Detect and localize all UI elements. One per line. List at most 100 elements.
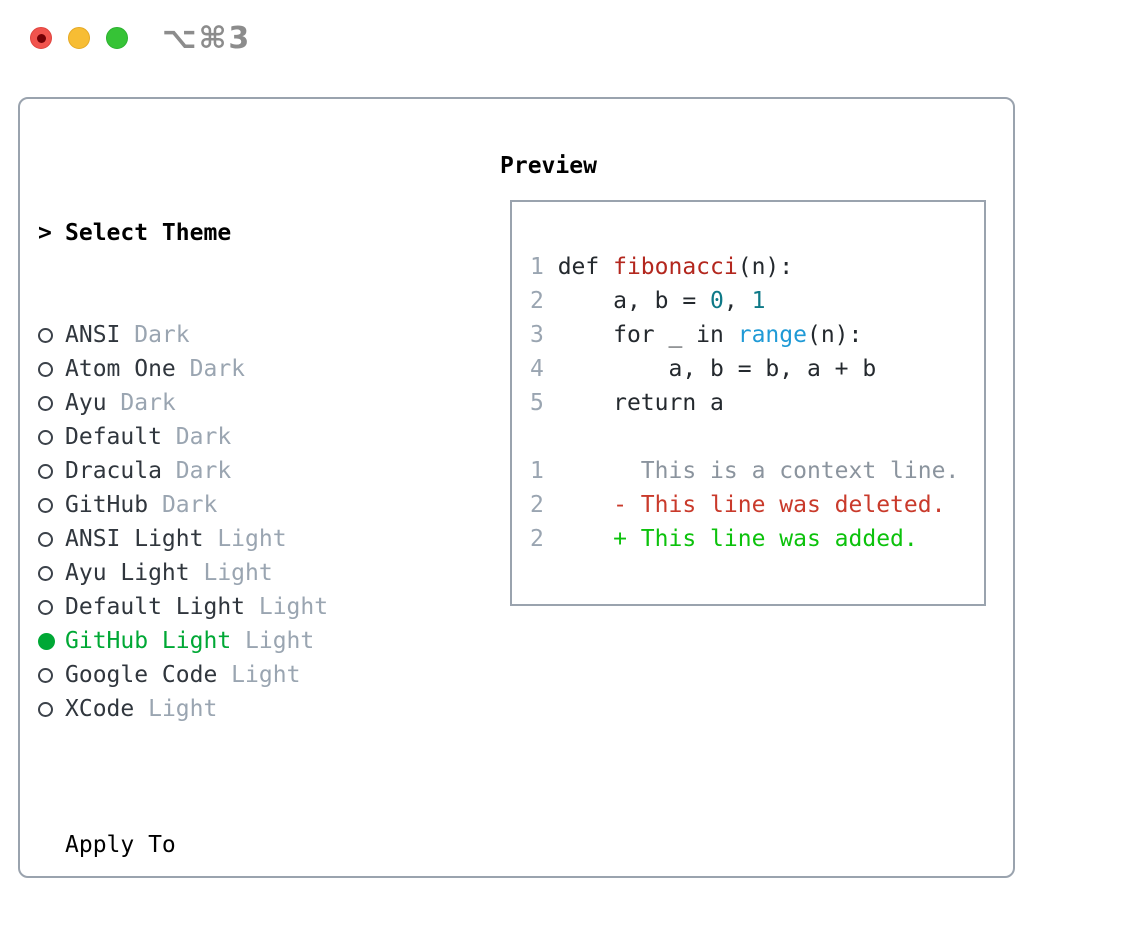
window-title: ⌥⌘3 (162, 20, 252, 56)
theme-option-ansi[interactable]: ANSI Dark (38, 318, 426, 352)
option-label: Default Light (65, 594, 246, 620)
code-segment: fibonacci (613, 254, 738, 280)
theme-option-default[interactable]: Default Dark (38, 420, 426, 454)
radio-icon (38, 361, 65, 377)
theme-variant-tag: Light (231, 628, 315, 654)
radio-icon (38, 531, 65, 547)
line-number: 2 (530, 492, 558, 518)
theme-variant-tag: Dark (175, 356, 246, 382)
theme-option-dracula[interactable]: Dracula Dark (38, 454, 426, 488)
code-line: 5 return a (530, 386, 984, 420)
option-label: ANSI Light (65, 526, 204, 552)
option-label: ANSI (65, 322, 121, 348)
theme-variant-tag: Light (217, 662, 301, 688)
theme-variant-tag: Dark (148, 492, 218, 518)
theme-option-github-light[interactable]: GitHub Light Light (38, 624, 426, 658)
theme-option-atom-one[interactable]: Atom One Dark (38, 352, 426, 386)
radio-icon (38, 463, 65, 479)
radio-icon (38, 395, 65, 411)
radio-circle (38, 361, 53, 377)
apply-to-header: Apply To (65, 832, 176, 858)
code-line: 1 def fibonacci(n): (530, 250, 984, 284)
theme-option-google-code[interactable]: Google Code Light (38, 658, 426, 692)
option-label: XCode (65, 696, 135, 722)
theme-option-ansi-light[interactable]: ANSI Light Light (38, 522, 426, 556)
radio-circle (38, 429, 53, 445)
code-segment: 1 (751, 288, 766, 314)
radio-icon (38, 565, 65, 581)
theme-variant-tag: Light (245, 594, 329, 620)
option-label: Dracula (65, 458, 162, 484)
radio-icon (38, 667, 65, 683)
theme-option-ayu-light[interactable]: Ayu Light Light (38, 556, 426, 590)
theme-option-default-light[interactable]: Default Light Light (38, 590, 426, 624)
code-segment: - This line was deleted. (557, 492, 946, 518)
prompt-caret: > (38, 220, 52, 246)
line-number: 5 (530, 390, 558, 416)
apply-option-user-settings[interactable]: User Settings (38, 930, 426, 934)
code-segment: for _ in (557, 322, 738, 348)
theme-variant-tag: Dark (106, 390, 176, 416)
preview-title: Preview (500, 153, 597, 179)
option-label: Ayu Light (65, 560, 190, 586)
code-line: 4 a, b = b, a + b (530, 352, 984, 386)
radio-circle (38, 531, 53, 547)
code-segment: (n): (737, 254, 794, 280)
option-label: Default (65, 424, 162, 450)
radio-circle (38, 497, 53, 513)
code-segment: a, b = (557, 288, 711, 314)
code-line: 1 This is a context line. (530, 454, 984, 488)
option-label: Ayu (65, 390, 107, 416)
code-line: 2 - This line was deleted. (530, 488, 984, 522)
code-segment (530, 424, 544, 450)
radio-icon (38, 497, 65, 513)
theme-option-ayu[interactable]: Ayu Dark (38, 386, 426, 420)
zoom-button[interactable] (106, 27, 128, 49)
line-number: 3 (530, 322, 558, 348)
line-number: 4 (530, 356, 558, 382)
code-segment: def (557, 254, 614, 280)
option-label: GitHub Light (65, 628, 232, 654)
radio-circle (38, 327, 53, 343)
radio-circle (38, 599, 53, 615)
theme-variant-tag: Light (134, 696, 218, 722)
radio-circle (38, 667, 53, 683)
option-label: User Settings (65, 930, 245, 934)
code-segment: (n): (806, 322, 863, 348)
radio-selected-icon (38, 632, 65, 650)
radio-icon (38, 599, 65, 615)
radio-icon (38, 327, 65, 343)
code-segment: , (723, 288, 752, 314)
theme-option-xcode[interactable]: XCode Light (38, 692, 426, 726)
option-label: GitHub (65, 492, 149, 518)
theme-picker-title: Select Theme (65, 220, 232, 246)
theme-variant-tag: Light (203, 526, 287, 552)
code-segment: + This line was added. (557, 526, 918, 552)
option-label: Atom One (65, 356, 176, 382)
radio-circle (38, 565, 53, 581)
line-number: 2 (530, 288, 558, 314)
theme-variant-tag: Dark (120, 322, 190, 348)
code-line: 3 for _ in range(n): (530, 318, 984, 352)
apply-to-list: User SettingsWorkspace Settings (38, 930, 426, 934)
radio-circle (38, 632, 55, 650)
code-line: 2 a, b = 0, 1 (530, 284, 984, 318)
line-number: 2 (530, 526, 558, 552)
theme-picker-header: > Select Theme (38, 216, 426, 250)
theme-variant-tag: Dark (161, 424, 232, 450)
traffic-lights (30, 27, 128, 49)
code-segment: return a (557, 390, 724, 416)
close-button[interactable] (30, 27, 52, 49)
theme-variant-tag: Dark (161, 458, 232, 484)
code-segment: a, b = b, a + b (557, 356, 877, 382)
minimize-button[interactable] (68, 27, 90, 49)
radio-circle (38, 463, 53, 479)
code-segment: This is a context line. (557, 458, 960, 484)
radio-circle (38, 701, 53, 717)
radio-icon (38, 429, 65, 445)
theme-option-github[interactable]: GitHub Dark (38, 488, 426, 522)
